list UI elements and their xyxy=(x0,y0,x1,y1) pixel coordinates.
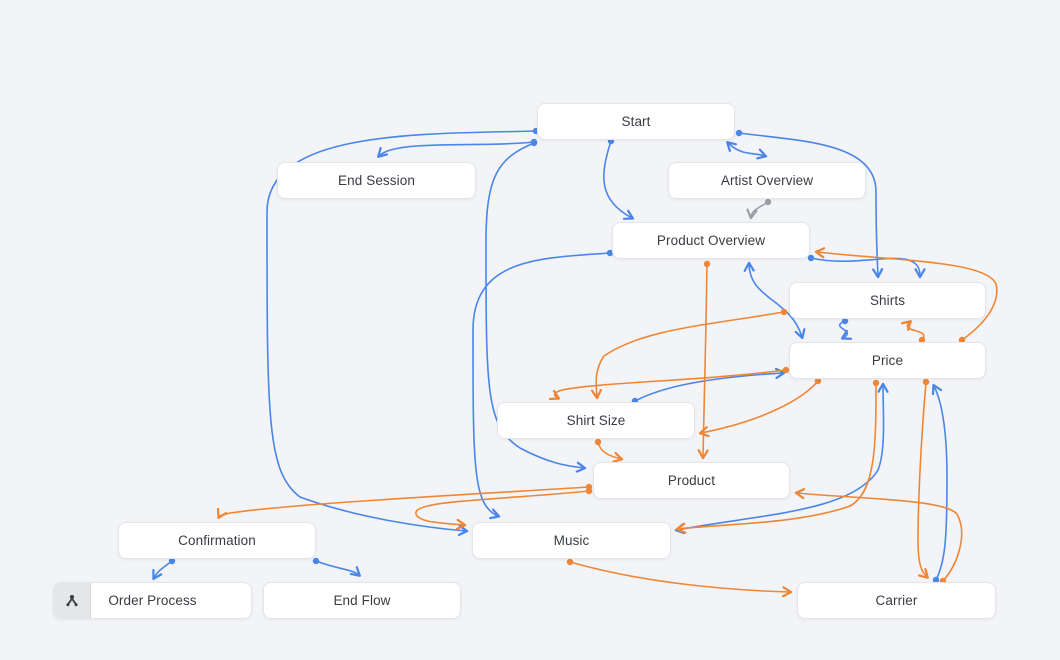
edge-start-to-product-overview[interactable] xyxy=(603,140,635,220)
node-label: Music xyxy=(553,533,590,548)
node-label: Product xyxy=(667,473,716,488)
edge-product-to-music[interactable] xyxy=(415,490,590,531)
node-label: Price xyxy=(871,353,904,368)
node-order-process[interactable]: Order Process xyxy=(53,582,252,619)
node-shirt-size[interactable]: Shirt Size xyxy=(497,402,695,439)
edge-product-overview-to-price[interactable] xyxy=(743,261,806,340)
edge-start-to-artist-overview[interactable] xyxy=(726,141,768,160)
edge-source-dot xyxy=(530,139,538,147)
node-carrier[interactable]: Carrier xyxy=(797,582,996,619)
node-music[interactable]: Music xyxy=(472,522,671,559)
node-end-session[interactable]: End Session xyxy=(277,162,476,199)
edge-shirts-to-shirt-size[interactable] xyxy=(590,311,785,400)
node-label: Shirt Size xyxy=(566,413,626,428)
edge-source-dot xyxy=(703,260,711,268)
node-artist-overview[interactable]: Artist Overview xyxy=(668,162,866,199)
edge-confirmation-to-end-flow[interactable] xyxy=(315,560,361,577)
edge-start-to-shirts[interactable] xyxy=(738,132,884,279)
node-confirmation[interactable]: Confirmation xyxy=(118,522,316,559)
node-price[interactable]: Price xyxy=(789,342,986,379)
edge-start-to-end-session[interactable] xyxy=(377,141,535,158)
edge-source-dot xyxy=(312,557,320,565)
edge-price-to-carrier[interactable] xyxy=(917,381,929,579)
edge-source-dot xyxy=(168,557,176,565)
edge-confirmation-to-order-process[interactable] xyxy=(152,560,173,581)
subflow-icon xyxy=(54,583,91,618)
edge-start-to-music-left[interactable] xyxy=(266,130,537,537)
edge-price-to-product-overview-right[interactable] xyxy=(814,247,998,341)
node-label: Artist Overview xyxy=(720,173,814,188)
edge-source-dot xyxy=(814,377,822,385)
edge-source-dot xyxy=(932,576,940,584)
edge-price-to-shirt-size-right[interactable] xyxy=(698,380,819,438)
node-start[interactable]: Start xyxy=(537,103,735,140)
edge-start-to-product[interactable] xyxy=(485,142,587,473)
edge-source-dot xyxy=(918,336,926,344)
edge-source-dot xyxy=(606,249,614,257)
node-label: Carrier xyxy=(875,593,918,608)
edge-carrier-to-product-right[interactable] xyxy=(794,488,963,582)
edge-music-to-carrier-left[interactable] xyxy=(569,561,793,598)
edge-source-dot xyxy=(782,366,790,374)
node-label: End Flow xyxy=(333,593,391,608)
edge-shirt-size-to-product[interactable] xyxy=(597,441,624,463)
node-label: Product Overview xyxy=(656,233,766,248)
edge-carrier-to-price[interactable] xyxy=(931,383,948,581)
edge-product-to-confirmation[interactable] xyxy=(216,486,590,520)
node-product-overview[interactable]: Product Overview xyxy=(612,222,810,259)
edge-source-dot xyxy=(807,254,815,262)
edge-source-dot xyxy=(841,317,849,325)
edge-source-dot xyxy=(958,336,966,344)
edge-source-dot xyxy=(585,487,593,495)
node-product[interactable]: Product xyxy=(593,462,790,499)
edge-source-dot xyxy=(922,378,930,386)
node-label: Order Process xyxy=(108,593,197,608)
edge-music-to-price-bottom[interactable] xyxy=(674,382,889,535)
edge-source-dot xyxy=(872,379,880,387)
edge-price-to-music[interactable] xyxy=(675,382,877,534)
edge-price-to-shirt-size-top[interactable] xyxy=(548,369,787,401)
node-label: Start xyxy=(621,114,651,129)
edge-price-to-shirts[interactable] xyxy=(900,320,925,341)
edge-source-dot xyxy=(594,438,602,446)
node-label: Shirts xyxy=(869,293,906,308)
node-shirts[interactable]: Shirts xyxy=(789,282,986,319)
node-label: Confirmation xyxy=(178,533,256,548)
edge-source-dot xyxy=(735,129,743,137)
edge-artist-overview-to-product-overview[interactable] xyxy=(746,201,769,220)
edge-source-dot xyxy=(780,308,788,316)
edge-source-dot xyxy=(764,198,772,206)
edge-shirts-to-price[interactable] xyxy=(838,320,853,340)
edge-product-overview-to-music-top[interactable] xyxy=(472,252,611,520)
edge-source-dot xyxy=(566,558,574,566)
edge-product-overview-to-shirts[interactable] xyxy=(810,257,926,279)
node-end-flow[interactable]: End Flow xyxy=(263,582,461,619)
node-label: End Session xyxy=(338,173,415,188)
edge-product-overview-to-product[interactable] xyxy=(697,263,709,460)
